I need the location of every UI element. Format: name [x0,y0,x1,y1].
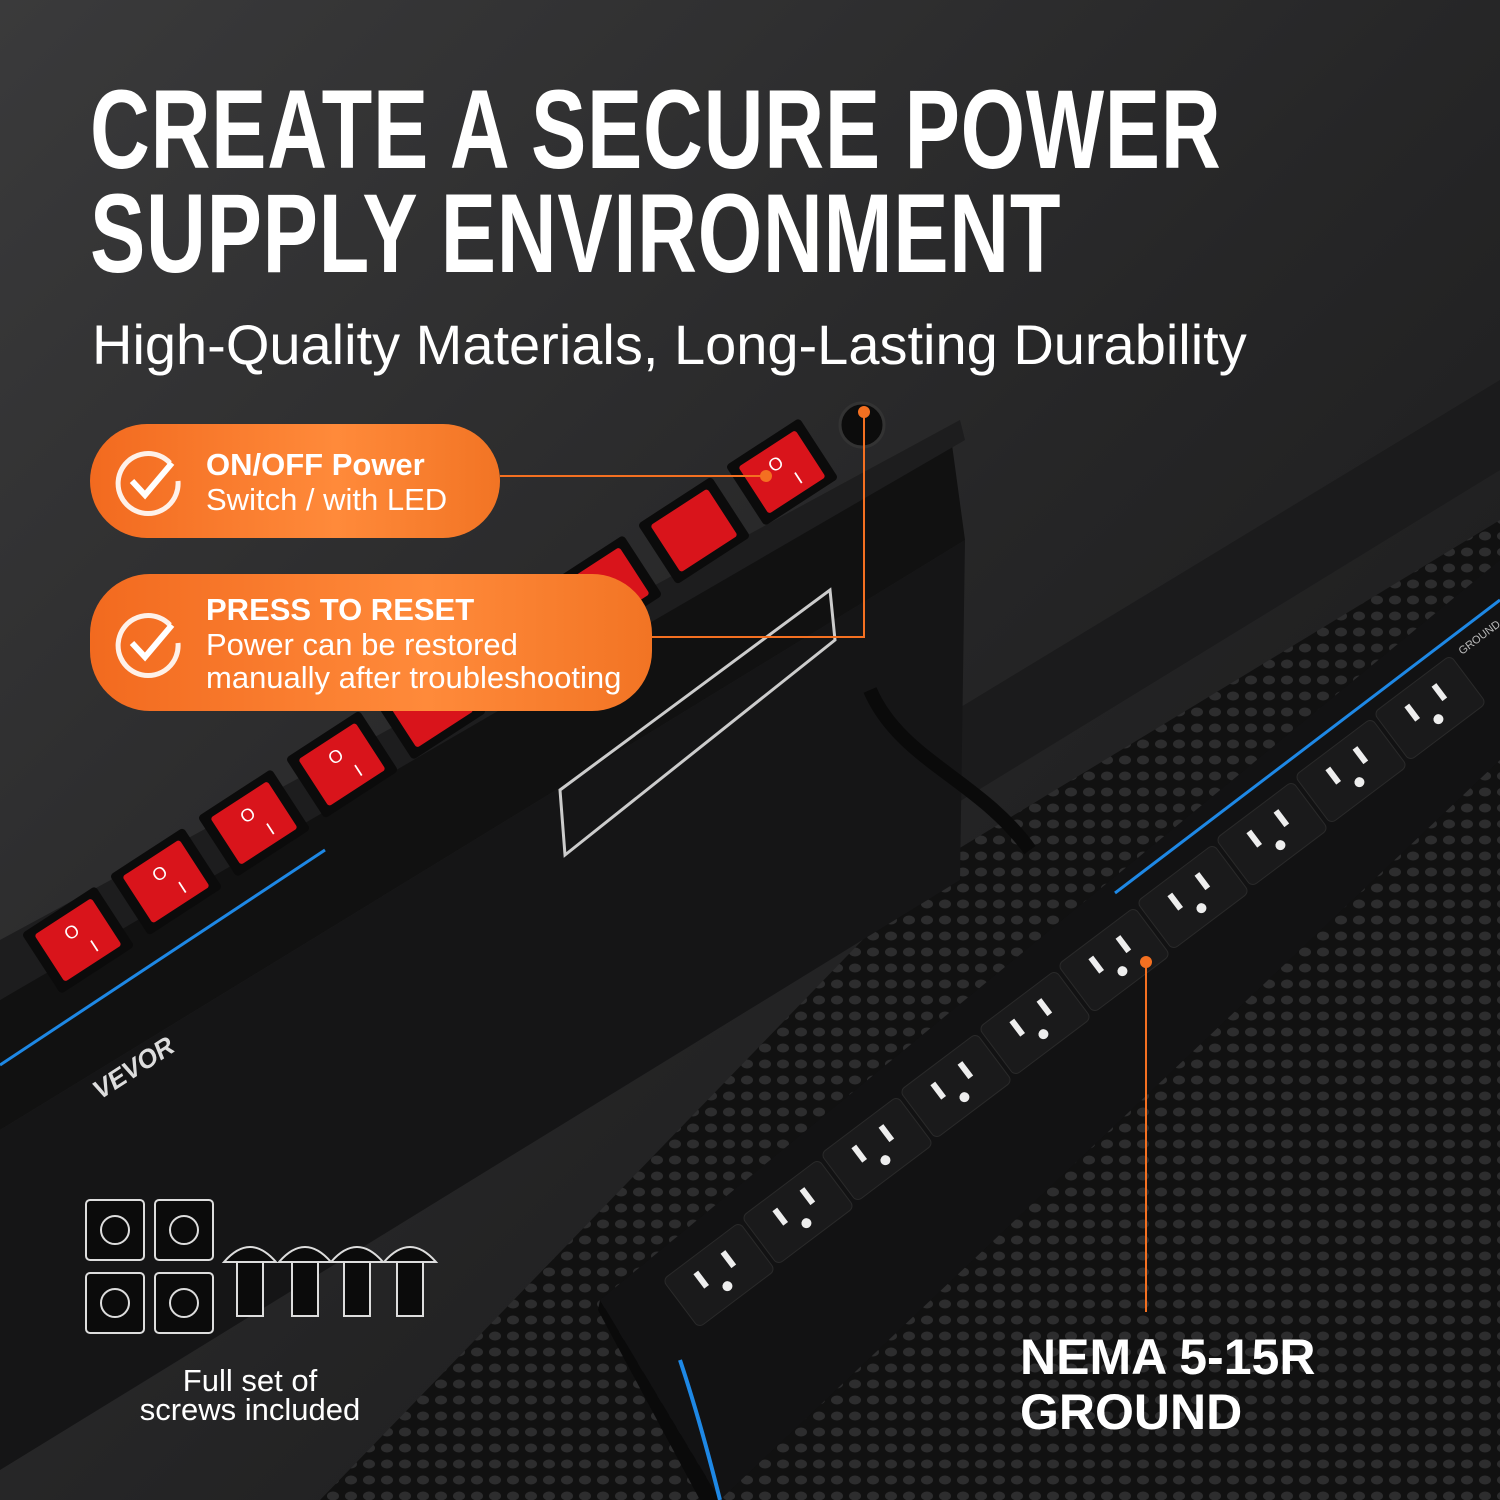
nema-outlet [822,1098,932,1200]
outlet-label-line-2: GROUND [1020,1384,1243,1440]
callout-power-switch: ON/OFF Power Switch / with LED [90,424,500,538]
callout-body-line: Power can be restored [206,626,518,662]
outlet-label-line-1: NEMA 5-15R [1020,1329,1316,1385]
subtitle: High-Quality Materials, Long-Lasting Dur… [92,313,1247,376]
rack-screw [381,1246,439,1317]
power-switch: OI [23,887,133,993]
caption-line: Full set of [182,1363,318,1398]
nema-outlet [901,1035,1011,1137]
callout-reset: PRESS TO RESET Power can be restored man… [90,574,652,711]
power-switch: OI [111,828,221,935]
cage-nut [154,1199,214,1261]
check-circle-icon [115,612,181,678]
nema-outlet [1217,783,1327,885]
cage-nut [85,1199,145,1261]
callout-title: PRESS TO RESET [206,591,475,627]
rack-screw [276,1246,334,1317]
nema-outlet [1296,720,1406,822]
power-switch [639,477,749,584]
screws-kit [85,1199,439,1334]
nema-outlet [1375,657,1485,759]
cage-nut [154,1272,214,1334]
screws-caption: Full set of screws included [100,1363,400,1427]
nema-outlet [743,1161,853,1263]
nema-outlet [1138,846,1248,948]
mesh-panel [320,520,1500,1500]
page-title: CREATE A SECURE POWER SUPPLY ENVIRONMENT [90,67,1222,296]
nema-outlet [980,972,1090,1074]
caption-line: screws included [139,1392,361,1427]
title-line-1: CREATE A SECURE POWER [90,67,1222,192]
check-circle-icon [115,451,181,517]
callout-body-line: manually after troubleshooting [206,659,622,695]
callout-body: Switch / with LED [206,481,448,517]
callout-title: ON/OFF Power [206,446,425,482]
rack-screw [328,1246,386,1317]
reset-button [838,401,886,449]
power-switch: OI [287,711,397,818]
pdu-outlet-strip: GROUND [598,560,1500,1500]
power-switch: OI [727,419,837,525]
callout-leaders [500,406,1152,1312]
outlet-type-label: NEMA 5-15R GROUND [1020,1330,1315,1440]
nema-outlet [1059,909,1169,1011]
nema-outlet [664,1224,774,1326]
warning-label [558,587,837,858]
cage-nut [85,1272,145,1334]
power-switch: OI [199,770,309,876]
title-line-2: SUPPLY ENVIRONMENT [90,171,1062,296]
rack-screw [221,1246,279,1317]
